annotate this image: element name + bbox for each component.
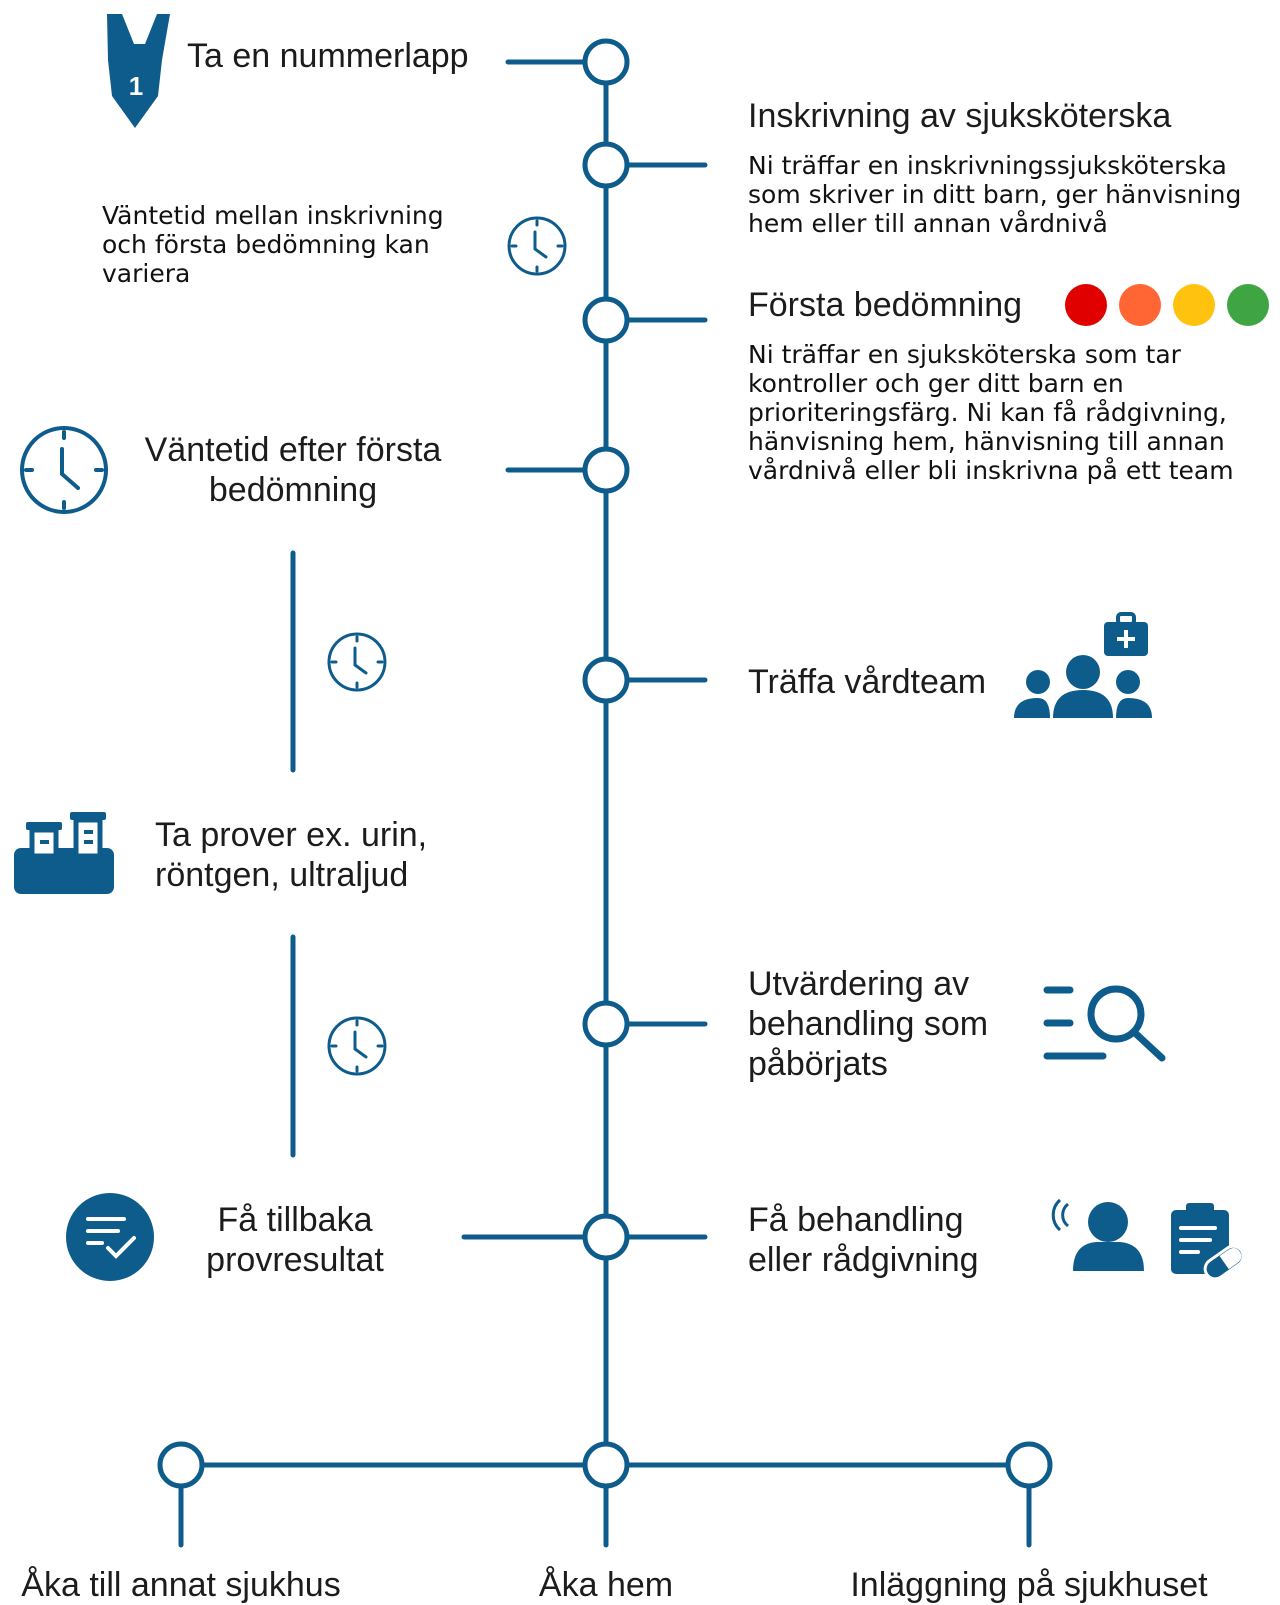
clock-icon xyxy=(327,632,387,692)
node-vantetid xyxy=(582,446,630,494)
test-tubes-icon xyxy=(14,812,114,894)
priority-dot-green xyxy=(1227,284,1269,326)
caller-icon xyxy=(1051,1198,1144,1271)
node-vardteam xyxy=(582,656,630,704)
clock-icon xyxy=(20,426,108,514)
step-behandling-label: Få behandling eller rådgivning xyxy=(748,1201,979,1279)
clock-icon xyxy=(507,216,567,276)
ticket-number: 1 xyxy=(129,71,143,101)
node-utvardering xyxy=(582,1000,630,1048)
clock-icon xyxy=(327,1016,387,1076)
step-vardteam-label: Träffa vårdteam xyxy=(748,663,987,701)
step-forsta-bedomning-title: Första bedömning xyxy=(748,286,1023,324)
step-prover-label: Ta prover ex. urin, röntgen, ultraljud xyxy=(155,816,428,894)
step-forsta-bedomning-desc: Ni träffar en sjuksköterska som tar kont… xyxy=(748,340,1234,485)
prescription-clipboard-icon xyxy=(1171,1203,1245,1281)
node-outcome-center xyxy=(582,1441,630,1489)
step-vantetid-label: Väntetid efter första bedömning xyxy=(144,431,442,509)
priority-colors xyxy=(1065,284,1269,326)
priority-dot-orange xyxy=(1119,284,1161,326)
step-nummerlapp-label: Ta en nummerlapp xyxy=(187,37,469,75)
search-list-icon xyxy=(1043,985,1166,1062)
priority-dot-yellow xyxy=(1173,284,1215,326)
wait-inskrivning-text: Väntetid mellan inskrivning och första b… xyxy=(102,201,444,288)
step-utvardering-label: Utvärdering av behandling som påbörjats xyxy=(748,965,989,1083)
node-outcome-left xyxy=(157,1441,205,1489)
node-behandling xyxy=(582,1213,630,1261)
results-check-icon xyxy=(66,1193,154,1281)
priority-dot-red xyxy=(1065,284,1107,326)
outcome-inlaggning: Inläggning på sjukhuset xyxy=(850,1566,1208,1604)
node-nummerlapp xyxy=(582,38,630,86)
node-inskrivning xyxy=(582,141,630,189)
node-outcome-right xyxy=(1005,1441,1053,1489)
step-provresultat-label: Få tillbaka provresultat xyxy=(206,1201,384,1279)
care-team-icon xyxy=(1014,612,1152,718)
node-forsta-bedomning xyxy=(582,296,630,344)
step-inskrivning-title: Inskrivning av sjuksköterska xyxy=(748,97,1172,135)
step-inskrivning-desc: Ni träffar en inskrivningssjuksköterska … xyxy=(748,151,1242,238)
outcome-annat-sjukhus: Åka till annat sjukhus xyxy=(21,1566,341,1604)
outcome-aka-hem: Åka hem xyxy=(538,1566,674,1604)
ticket-icon: 1 xyxy=(107,14,170,128)
